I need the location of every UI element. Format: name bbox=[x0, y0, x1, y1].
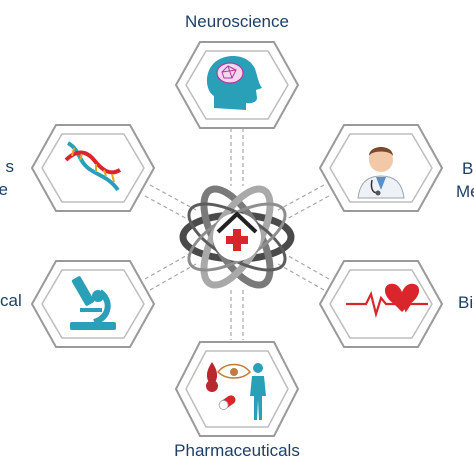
hex-node-lower-left bbox=[30, 260, 156, 348]
label-lower-right: Bio bbox=[458, 293, 474, 312]
label-neuroscience: Neuroscience bbox=[185, 12, 289, 31]
doctor-icon bbox=[357, 147, 405, 199]
heartbeat-icon bbox=[346, 283, 428, 319]
hex-node-lower-right bbox=[318, 260, 444, 348]
label-lower-left: cal bbox=[0, 291, 22, 310]
dna-icon bbox=[64, 141, 122, 192]
connector-ll-b bbox=[144, 252, 192, 280]
connector-lr-a bbox=[277, 263, 325, 291]
label-pharmaceuticals: Pharmaceuticals bbox=[174, 441, 300, 460]
connector-ll-a bbox=[149, 263, 197, 291]
label-upper-left-line2: e bbox=[0, 180, 8, 199]
connector-ur-a bbox=[277, 184, 325, 211]
hex-node-bottom bbox=[174, 341, 300, 437]
connector-ul-b bbox=[144, 195, 192, 222]
connector-ul-a bbox=[149, 184, 197, 211]
label-upper-right-line2: Me bbox=[456, 182, 474, 201]
connector-ur-b bbox=[282, 195, 330, 222]
label-upper-right-line1: B bbox=[462, 159, 474, 178]
blood-eye-body-pill-icon bbox=[206, 362, 266, 420]
label-upper-left-line1: s bbox=[5, 157, 15, 176]
connectors bbox=[144, 128, 330, 340]
microscope-icon bbox=[70, 276, 116, 330]
hex-node-upper-left bbox=[30, 124, 156, 212]
brain-head-icon bbox=[206, 56, 262, 110]
connector-lr-b bbox=[282, 252, 330, 280]
medical-cross-home-icon bbox=[216, 211, 258, 251]
